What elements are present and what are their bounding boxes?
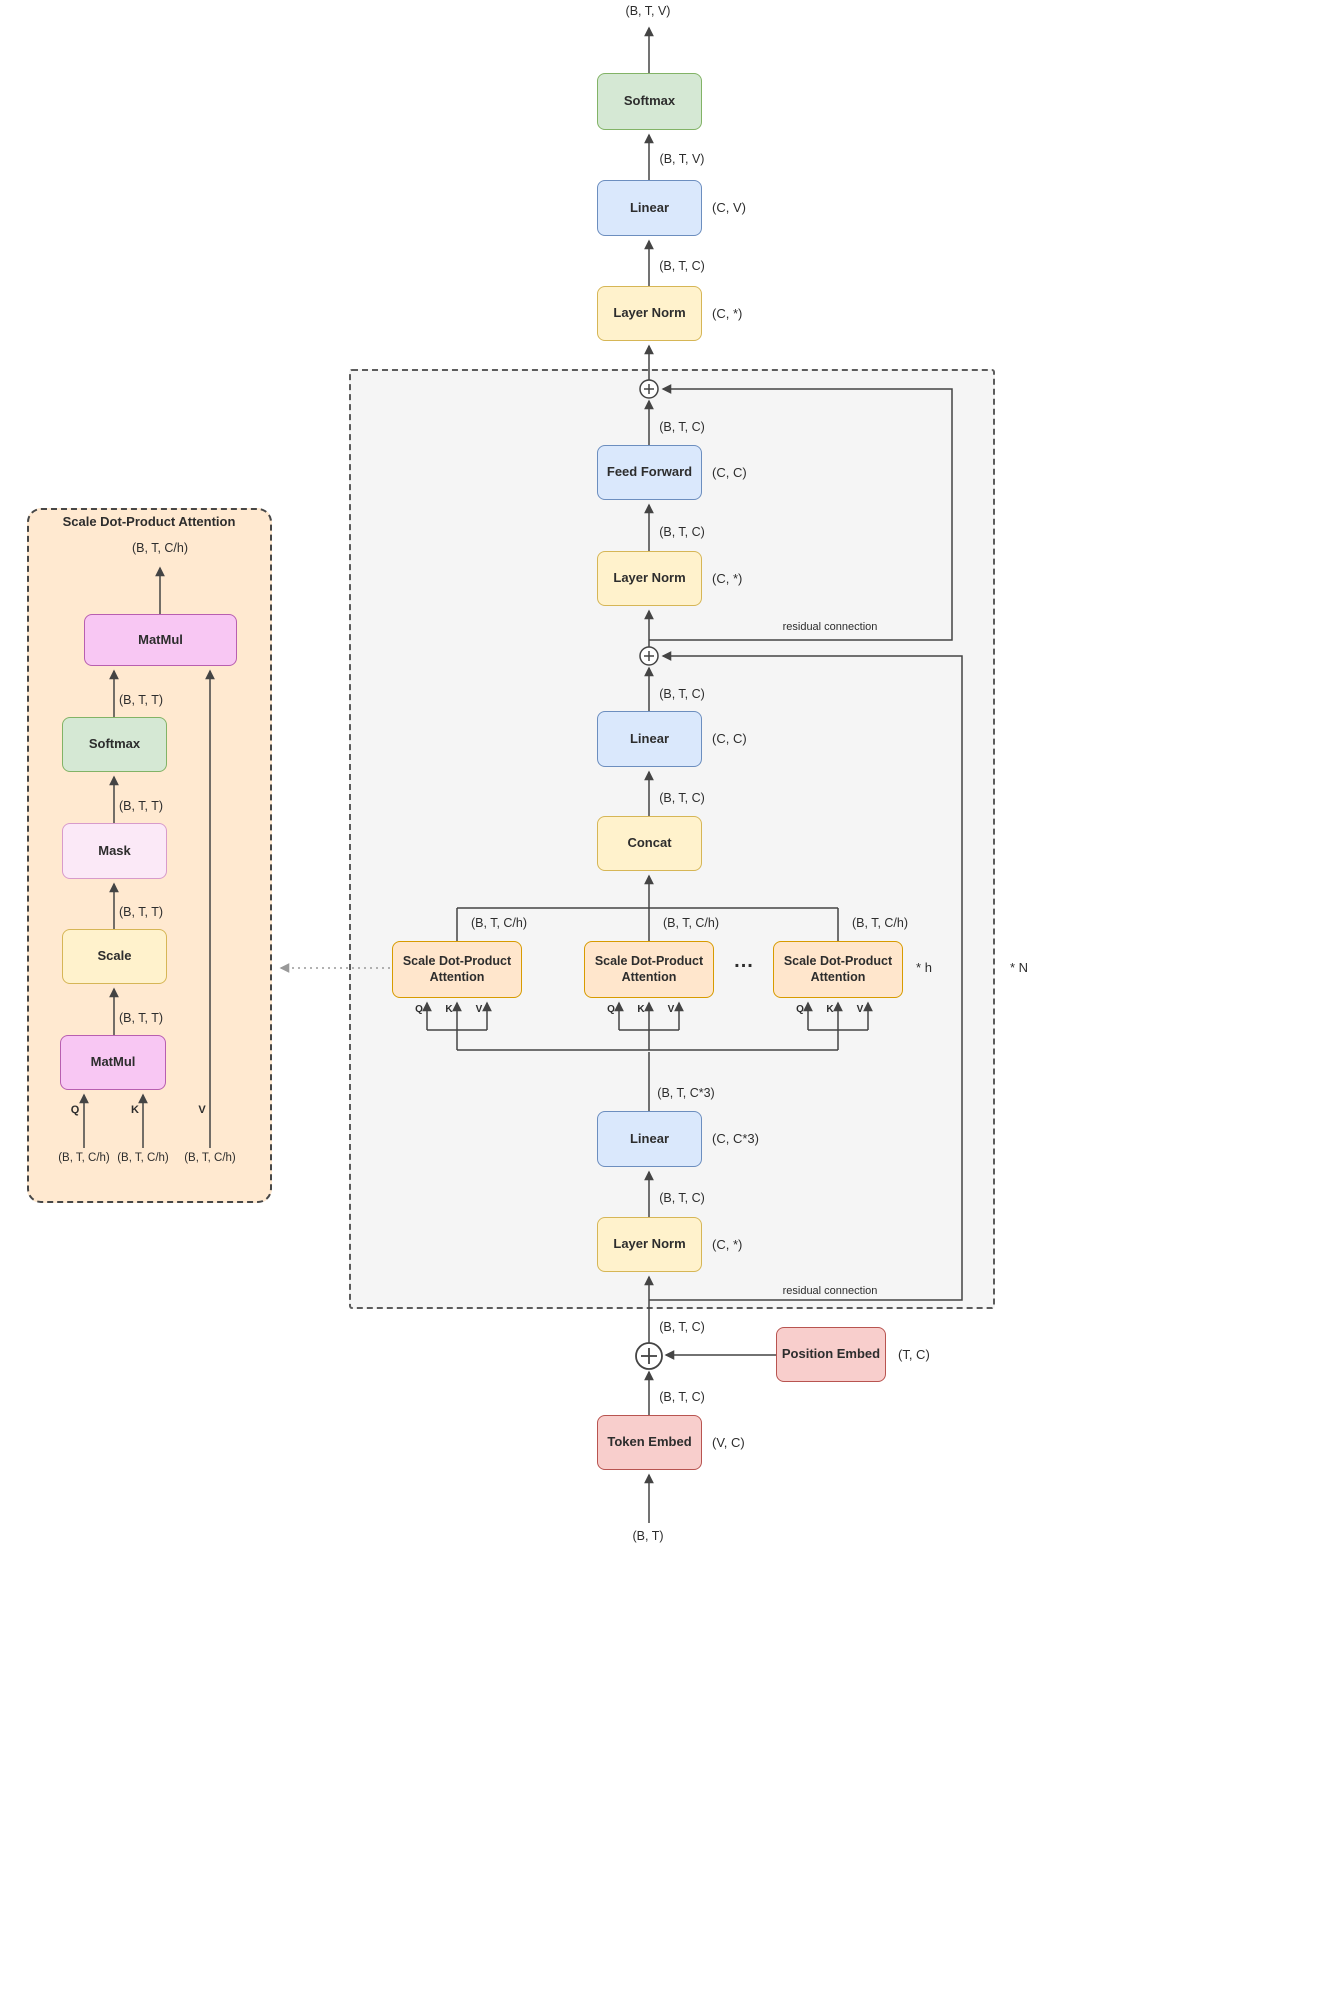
param-label-tok-embed: (V, C)	[712, 1435, 745, 1450]
param-label-ln-1: (C, *)	[712, 1237, 743, 1252]
shape-label: (B, T, C*3)	[657, 1086, 715, 1100]
k-label-head-1: K	[445, 1004, 453, 1015]
detail-matmul-bottom-node: MatMul	[60, 1035, 166, 1090]
node-label: Mask	[98, 842, 131, 858]
detail-scale-node: Scale	[62, 929, 167, 984]
shape-label-input: (B, T)	[632, 1529, 664, 1543]
shape-label: (B, T, C)	[659, 791, 705, 805]
detail-shape-label: (B, T, T)	[119, 1011, 163, 1025]
detail-k-label: K	[131, 1104, 139, 1116]
param-label-ff: (C, C)	[712, 465, 747, 480]
node-label: Softmax	[88, 736, 141, 752]
v-label-head-2: V	[667, 1004, 675, 1015]
param-label-pos-embed: (T, C)	[898, 1347, 930, 1362]
residual-connection-label-upper: residual connection	[782, 621, 878, 633]
node-label: Linear	[629, 730, 669, 746]
softmax-output-node: Softmax	[597, 73, 702, 130]
shape-label: (B, T, C)	[659, 687, 705, 701]
node-label: Linear	[629, 199, 669, 215]
linear-output-node: Linear	[597, 180, 702, 236]
add-circle-mid	[639, 646, 659, 666]
node-label: Layer Norm	[613, 570, 686, 586]
k-label-head-2: K	[637, 1004, 645, 1015]
node-label: Feed Forward	[606, 464, 693, 480]
param-label-ln-final: (C, *)	[712, 306, 743, 321]
param-label-linear-out: (C, V)	[712, 200, 746, 215]
detail-shape-label: (B, T, T)	[119, 693, 163, 707]
detail-softmax-node: Softmax	[62, 717, 167, 772]
shape-label: (B, T, C)	[659, 1320, 705, 1334]
shape-label: (B, T, C)	[659, 1191, 705, 1205]
q-label-head-3: Q	[796, 1004, 804, 1015]
layer-norm-final-node: Layer Norm	[597, 286, 702, 341]
node-label: Layer Norm	[613, 305, 686, 321]
token-embed-node: Token Embed	[597, 1415, 702, 1470]
residual-connection-label-lower: residual connection	[782, 1285, 878, 1297]
detail-shape-label: (B, T, T)	[119, 905, 163, 919]
shape-label: (B, T, C)	[659, 1390, 705, 1404]
shape-label: (B, T, C)	[659, 420, 705, 434]
detail-shape-v: (B, T, C/h)	[184, 1152, 236, 1164]
detail-v-label: V	[198, 1104, 206, 1116]
node-label: Linear	[629, 1130, 669, 1146]
times-h-label: * h	[916, 960, 932, 975]
node-label: MatMul	[90, 1054, 136, 1070]
linear-proj-node: Linear	[597, 711, 702, 767]
param-label-ln-2: (C, *)	[712, 571, 743, 586]
node-label: MatMul	[138, 631, 183, 647]
attention-detail-lines	[79, 566, 215, 1148]
attention-head-1-node: Scale Dot-Product Attention	[392, 941, 522, 998]
layer-norm-1-node: Layer Norm	[597, 1217, 702, 1272]
shape-label: (B, T, C)	[659, 525, 705, 539]
node-label: Concat	[627, 835, 672, 851]
feed-forward-node: Feed Forward	[597, 445, 702, 500]
attention-head-2-node: Scale Dot-Product Attention	[584, 941, 714, 998]
shape-label-output: (B, T, V)	[625, 4, 671, 18]
node-label: Scale	[97, 948, 132, 964]
shape-label: (B, T, V)	[659, 152, 705, 166]
node-label: Scale Dot-Product Attention	[783, 953, 893, 984]
residual-connection-lines	[649, 384, 963, 1301]
add-circle-embed	[635, 1342, 663, 1370]
k-label-head-3: K	[826, 1004, 834, 1015]
param-label-proj: (C, C)	[712, 731, 747, 746]
node-label: Token Embed	[607, 1434, 692, 1450]
detail-shape-output: (B, T, C/h)	[131, 541, 189, 555]
q-label-head-2: Q	[607, 1004, 615, 1015]
detail-matmul-top-node: MatMul	[84, 614, 237, 666]
node-label: Scale Dot-Product Attention	[594, 953, 704, 984]
times-n-label: * N	[1009, 960, 1029, 975]
detail-shape-q: (B, T, C/h)	[58, 1152, 110, 1164]
main-flow-lines	[422, 26, 873, 1523]
detail-shape-label: (B, T, T)	[119, 799, 163, 813]
node-label: Softmax	[623, 93, 676, 109]
attention-head-3-node: Scale Dot-Product Attention	[773, 941, 903, 998]
v-label-head-1: V	[475, 1004, 483, 1015]
position-embed-node: Position Embed	[776, 1327, 886, 1382]
detail-q-label: Q	[70, 1104, 80, 1116]
shape-label-head-3: (B, T, C/h)	[851, 916, 909, 930]
node-label: Position Embed	[781, 1346, 881, 1362]
param-label-qkv: (C, C*3)	[712, 1131, 759, 1146]
shape-label-head-2: (B, T, C/h)	[662, 916, 720, 930]
add-circle-top	[639, 379, 659, 399]
heads-ellipsis: ...	[734, 950, 754, 972]
detail-title: Scale Dot-Product Attention	[62, 514, 236, 529]
q-label-head-1: Q	[415, 1004, 423, 1015]
shape-label: (B, T, C)	[659, 259, 705, 273]
v-label-head-3: V	[856, 1004, 864, 1015]
concat-node: Concat	[597, 816, 702, 871]
node-label: Scale Dot-Product Attention	[402, 953, 512, 984]
detail-shape-k: (B, T, C/h)	[117, 1152, 169, 1164]
node-label: Layer Norm	[613, 1236, 686, 1252]
linear-qkv-node: Linear	[597, 1111, 702, 1167]
shape-label-head-1: (B, T, C/h)	[470, 916, 528, 930]
layer-norm-2-node: Layer Norm	[597, 551, 702, 606]
detail-mask-node: Mask	[62, 823, 167, 879]
